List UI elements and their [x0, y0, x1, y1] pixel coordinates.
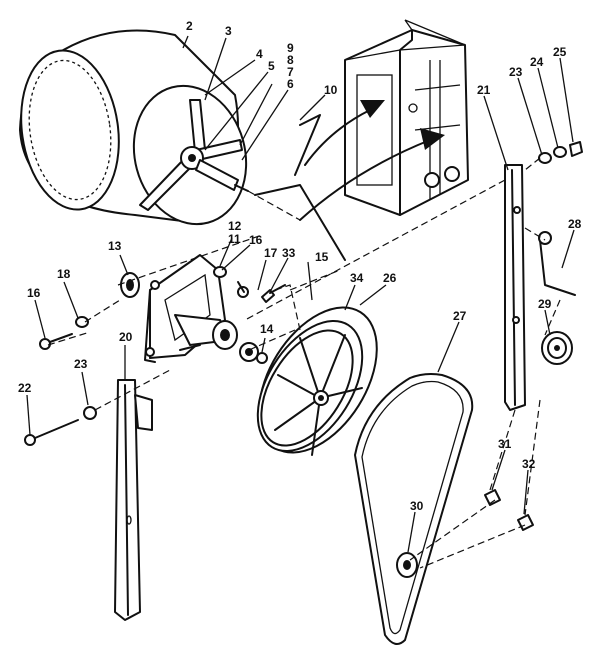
label-6: 6	[287, 77, 294, 91]
label-15: 15	[315, 250, 329, 264]
label-25: 25	[553, 45, 567, 59]
label-11: 11	[228, 232, 241, 246]
label-31: 31	[498, 437, 512, 451]
label-12: 12	[228, 219, 242, 233]
label-32: 32	[522, 457, 536, 471]
drum	[19, 29, 248, 226]
label-2: 2	[186, 19, 193, 33]
label-17: 17	[264, 246, 278, 260]
label-18: 18	[57, 267, 71, 281]
label-22: 22	[18, 381, 32, 395]
label-23-b: 23	[509, 65, 523, 79]
drive-belt	[354, 373, 474, 645]
idler-bracket-28	[538, 231, 576, 296]
label-23-a: 23	[74, 357, 88, 371]
assembly-lines	[47, 157, 561, 569]
label-16-b: 16	[27, 286, 41, 300]
left-hardware	[24, 316, 97, 446]
bearing-housing	[144, 254, 238, 363]
label-16-a: 16	[249, 233, 263, 247]
label-33: 33	[282, 246, 296, 260]
label-5: 5	[268, 59, 275, 73]
assembly-arrows	[254, 100, 445, 261]
right-rail-21	[504, 164, 526, 411]
label-26: 26	[383, 271, 397, 285]
label-4: 4	[256, 47, 263, 61]
label-28: 28	[568, 217, 582, 231]
hardware-23-24-25	[538, 141, 583, 164]
drum-pulley	[256, 306, 378, 456]
left-rail-20	[114, 379, 153, 621]
label-24: 24	[530, 55, 544, 69]
hardware-16-17-33	[213, 266, 286, 303]
idler-pulley-29	[541, 331, 573, 365]
label-9: 9	[287, 41, 294, 55]
label-13: 13	[108, 239, 122, 253]
label-27: 27	[453, 309, 467, 323]
label-20: 20	[119, 330, 133, 344]
motor-pulley-30	[396, 552, 418, 578]
label-7: 7	[287, 65, 294, 79]
label-30: 30	[410, 499, 424, 513]
leader-lines	[26, 35, 575, 553]
label-21: 21	[477, 83, 491, 97]
label-29: 29	[538, 297, 552, 311]
cabinet	[344, 19, 469, 216]
label-8: 8	[287, 53, 294, 67]
label-3: 3	[225, 24, 232, 38]
label-10: 10	[324, 83, 338, 97]
label-14: 14	[260, 322, 274, 336]
callout-labels: 2 3 4 9 8 5 7 6 10 12 11 16 13 17 33 15 …	[18, 19, 582, 513]
drum-spider	[139, 99, 249, 211]
label-34: 34	[350, 271, 364, 285]
bearing-13	[120, 272, 140, 298]
